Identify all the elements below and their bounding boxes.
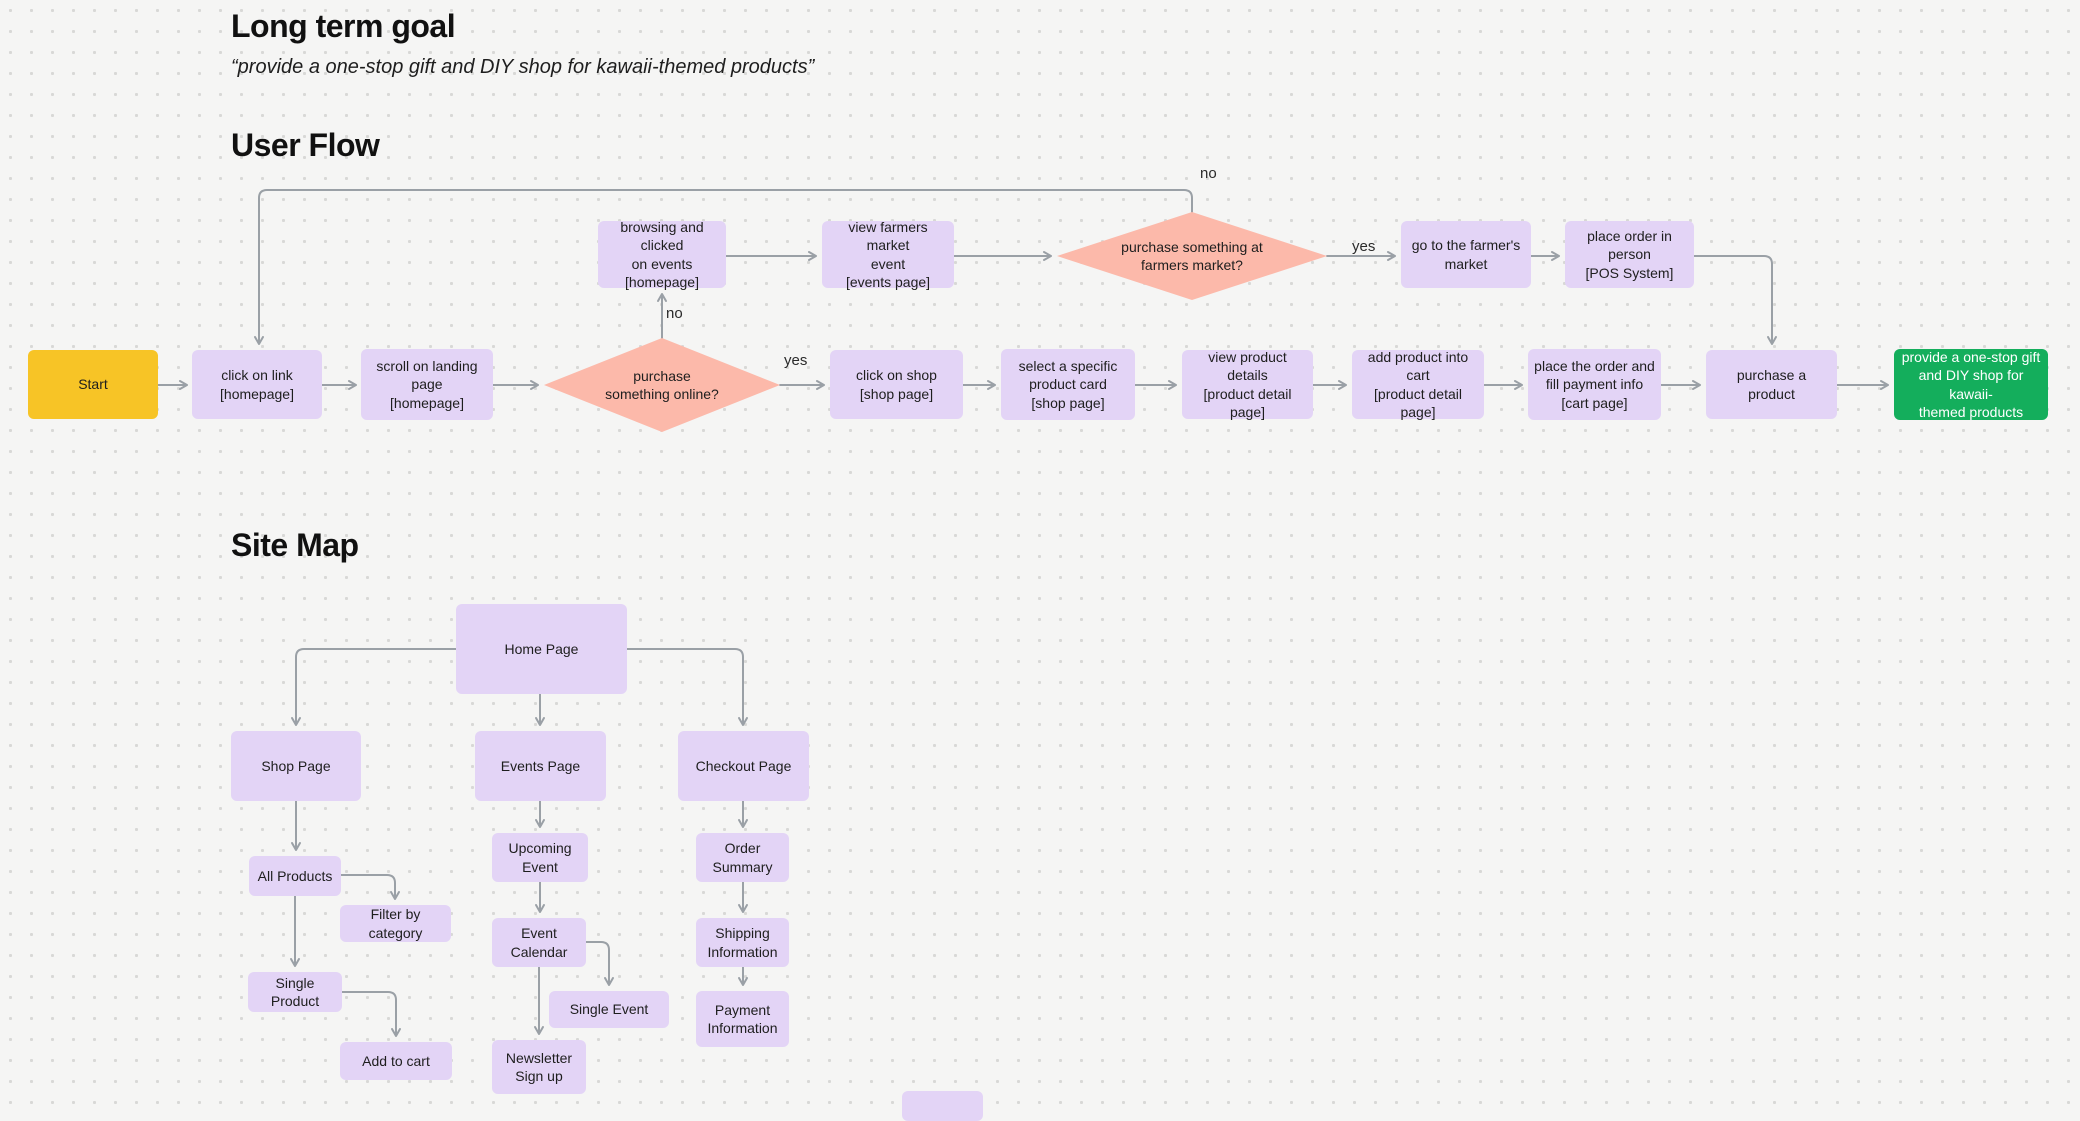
flow-node-select-card[interactable]: select a specific product card [shop pag… xyxy=(1001,349,1135,420)
flow-node-start[interactable]: Start xyxy=(28,350,158,419)
sitemap-node-event-calendar[interactable]: Event Calendar xyxy=(492,918,586,967)
flow-node-scroll-landing[interactable]: scroll on landing page [homepage] xyxy=(361,349,493,420)
site-map-title: Site Map xyxy=(231,527,359,563)
sitemap-node-payment-info[interactable]: Payment Information xyxy=(696,991,789,1047)
flow-node-view-details[interactable]: view product details [product detail pag… xyxy=(1182,349,1313,420)
flow-node-click-shop[interactable]: click on shop [shop page] xyxy=(830,350,963,419)
sitemap-node-newsletter[interactable]: Newsletter Sign up xyxy=(492,1040,586,1094)
edge-label-online-yes: yes xyxy=(784,352,808,369)
flow-node-purchase-product[interactable]: purchase a product xyxy=(1706,350,1837,419)
flow-node-goal[interactable]: provide a one-stop gift and DIY shop for… xyxy=(1894,349,2048,420)
user-flow-title: User Flow xyxy=(231,127,380,163)
sitemap-node-partial[interactable] xyxy=(902,1091,983,1121)
flow-decision-purchase-online[interactable]: purchase something online? xyxy=(544,338,780,432)
sitemap-node-shipping-info[interactable]: Shipping Information xyxy=(696,918,789,967)
flow-node-view-market-event[interactable]: view farmers market event [events page] xyxy=(822,219,954,290)
goal-title: Long term goal xyxy=(231,8,456,44)
flow-node-go-market[interactable]: go to the farmer's market xyxy=(1401,221,1531,288)
goal-quote: “provide a one-stop gift and DIY shop fo… xyxy=(231,56,815,78)
sitemap-node-single-event[interactable]: Single Event xyxy=(549,991,669,1028)
flow-node-browse-events[interactable]: browsing and clicked on events [homepage… xyxy=(598,219,726,290)
sitemap-node-upcoming-event[interactable]: Upcoming Event xyxy=(492,833,588,882)
sitemap-node-home[interactable]: Home Page xyxy=(456,604,627,694)
edge-label-online-no: no xyxy=(666,305,683,322)
sitemap-node-order-summary[interactable]: Order Summary xyxy=(696,833,789,882)
flow-node-click-link[interactable]: click on link [homepage] xyxy=(192,350,322,419)
flow-decision-purchase-market[interactable]: purchase something at farmers market? xyxy=(1057,212,1327,300)
flow-node-pos-order[interactable]: place order in person [POS System] xyxy=(1565,221,1694,288)
sitemap-node-events[interactable]: Events Page xyxy=(475,731,606,801)
sitemap-node-single-product[interactable]: Single Product xyxy=(248,972,342,1012)
sitemap-node-checkout[interactable]: Checkout Page xyxy=(678,731,809,801)
sitemap-node-add-to-cart[interactable]: Add to cart xyxy=(340,1042,452,1080)
flow-node-place-order[interactable]: place the order and fill payment info [c… xyxy=(1528,349,1661,420)
edge-label-market-no: no xyxy=(1200,165,1217,182)
sitemap-node-filter-category[interactable]: Filter by category xyxy=(340,905,451,942)
sitemap-node-all-products[interactable]: All Products xyxy=(249,856,341,896)
edge-label-market-yes: yes xyxy=(1352,238,1376,255)
sitemap-node-shop[interactable]: Shop Page xyxy=(231,731,361,801)
flow-node-add-cart[interactable]: add product into cart [product detail pa… xyxy=(1352,349,1484,420)
